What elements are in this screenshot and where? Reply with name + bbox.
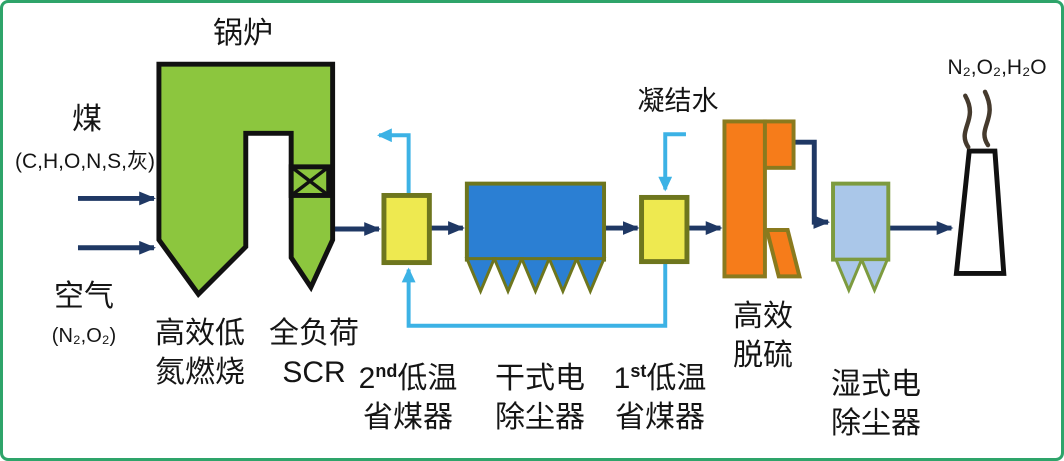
condensate-water-label: 凝结水 <box>637 86 719 116</box>
condensate-inlet-line <box>658 132 686 192</box>
dry-esp-hopper <box>546 257 579 296</box>
coal-composition-label: (C,H,O,N,S,灰) <box>15 150 155 173</box>
dry-esp-hopper <box>574 257 607 296</box>
condensate-outlet-line <box>377 128 411 196</box>
desulfurization-tower <box>722 119 767 279</box>
diagram-shapes <box>77 61 1007 328</box>
boiler-title: 锅炉 <box>213 17 273 50</box>
scr-catalyst-x-icon <box>290 165 330 197</box>
dry-esp-hopper <box>464 257 497 296</box>
stack-emission-label: N₂,O₂,H₂O <box>947 56 1047 79</box>
coal-input-label: 煤 <box>72 103 102 136</box>
smoke-icon <box>982 89 992 148</box>
dry-esp-hopper <box>519 257 552 296</box>
dry-esp-hopper <box>492 257 524 296</box>
chimney-shape <box>953 148 1007 276</box>
economizer1-box <box>639 194 690 265</box>
economizer2-box <box>381 192 432 266</box>
desulfurization-outlet-duct <box>762 119 796 170</box>
wet-esp-hopper <box>859 258 890 295</box>
smoke-icon <box>962 93 973 150</box>
desulfurization-to-wet-esp-arrow <box>793 139 831 230</box>
dry-esp-label: 干式电 除尘器 <box>495 362 585 434</box>
dry-esp-box <box>464 181 607 262</box>
air-input-label: 空气 <box>54 280 114 313</box>
economizer2-label: 2nd低温 省煤器 <box>358 361 458 434</box>
desulfurization-drain <box>764 228 803 279</box>
wet-esp-label: 湿式电 除尘器 <box>831 368 921 440</box>
full-load-scr-label: 全负荷 SCR <box>269 317 359 389</box>
wet-esp-box <box>831 181 891 262</box>
air-composition-label: (N₂,O₂) <box>51 325 117 347</box>
low-nox-burning-label: 高效低 氮燃烧 <box>155 317 245 389</box>
desulfurization-label: 高效 脱硫 <box>733 300 793 372</box>
condensate-return-line <box>401 262 668 328</box>
boiler-shape <box>156 61 336 298</box>
economizer1-label: 1st低温 省煤器 <box>613 361 707 434</box>
wet-esp-hopper <box>833 258 864 295</box>
